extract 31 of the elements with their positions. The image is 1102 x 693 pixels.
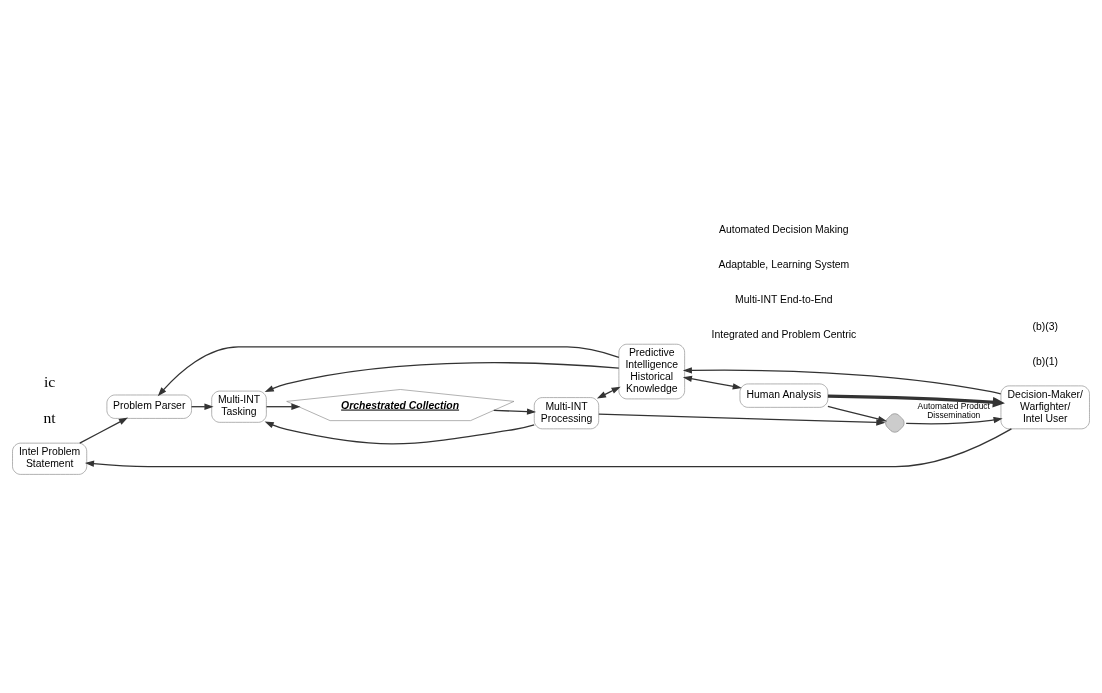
arrow <box>682 375 742 390</box>
label: Integrated and Problem Centric <box>711 329 857 341</box>
arrow <box>682 367 1002 395</box>
arrow <box>598 413 886 426</box>
label: ic <box>44 372 56 390</box>
arrow <box>84 428 1013 468</box>
label: (b)(3) <box>1032 320 1058 332</box>
label: (b)(1) <box>1032 355 1058 367</box>
arrow <box>264 362 620 393</box>
arrow <box>79 417 128 444</box>
node-box: Problem Parser <box>106 394 192 419</box>
arrow <box>827 405 888 423</box>
node-box: Human Analysis <box>739 383 829 408</box>
node-box: Intel Problem Statement <box>12 442 88 475</box>
label: nt <box>43 409 56 427</box>
arrow <box>493 408 537 415</box>
label: Automated Decision Making <box>719 223 849 235</box>
arrow <box>265 403 301 410</box>
node-box: Multi-INT Processing <box>533 397 600 430</box>
edge-label: Automated Product Dissemination <box>917 400 990 421</box>
arrow <box>264 421 535 445</box>
node-box: Predictive Intelligence Historical Knowledge <box>618 343 685 400</box>
node-box: Multi-INT Tasking <box>211 390 267 423</box>
label: Adaptable, Learning System <box>718 258 850 270</box>
node-diamond <box>885 413 905 433</box>
arrow <box>157 346 620 397</box>
node-box: Decision-Maker/ Warfighter/ Intel User <box>1000 385 1090 430</box>
arrow <box>596 386 621 399</box>
label: Multi-INT End-to-End <box>735 294 833 306</box>
arrow <box>905 416 1003 425</box>
arrow <box>827 394 1005 408</box>
